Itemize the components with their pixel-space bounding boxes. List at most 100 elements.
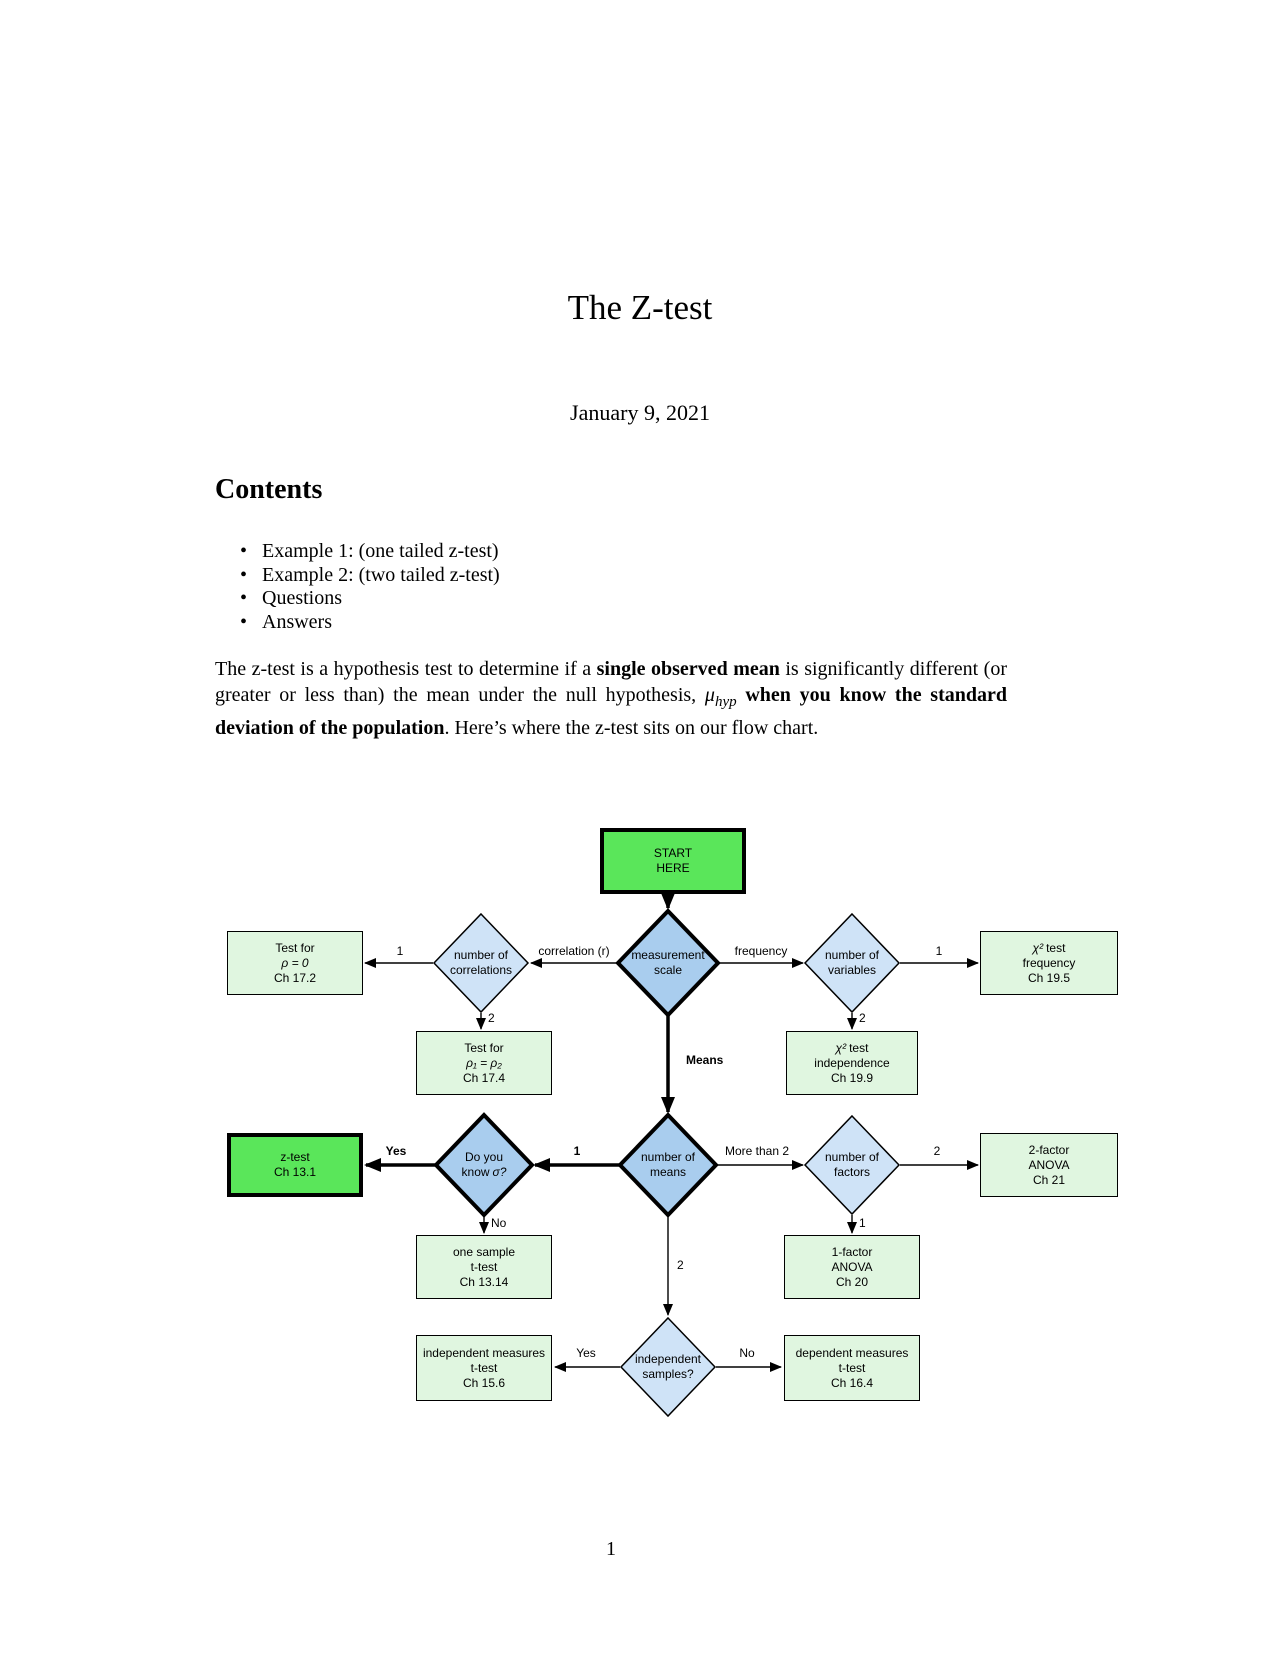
node-text: test — [1046, 940, 1066, 955]
chi-symbol: χ² — [835, 1040, 847, 1055]
toc-item-text: Questions — [262, 587, 342, 609]
node-text: Ch 17.2 — [273, 970, 317, 985]
node-text: Ch 17.4 — [462, 1070, 506, 1085]
node-text: scale — [653, 963, 682, 977]
node-text: Ch 13.1 — [273, 1165, 317, 1179]
two-factor-anova-box: 2-factor ANOVA Ch 21 — [980, 1133, 1118, 1197]
toc-item-text: Example 2: (two tailed z-test) — [262, 563, 500, 586]
independent-measures-ttest-box: independent measures t-test Ch 15.6 — [416, 1335, 552, 1401]
sigma-symbol: σ? — [492, 1165, 507, 1179]
edge-label-2: 2 — [488, 1011, 495, 1025]
node-text: number of — [453, 948, 509, 962]
edge-label-2: 2 — [677, 1258, 684, 1272]
num-correlations-label: number of correlations — [426, 942, 536, 984]
node-text: ANOVA — [1028, 1157, 1070, 1172]
one-factor-anova-box: 1-factor ANOVA Ch 20 — [784, 1235, 920, 1299]
node-text: 2-factor — [1028, 1142, 1070, 1157]
node-text: Ch 13.14 — [459, 1274, 509, 1289]
page-number: 1 — [606, 1538, 616, 1560]
bullet-icon: • — [240, 610, 248, 633]
node-text: independent — [634, 1352, 702, 1366]
node-text: frequency — [1022, 955, 1076, 970]
test-rho1-rho2-box: Test for ρ₁ = ρ₂ Ch 17.4 — [416, 1031, 552, 1095]
node-text: number of — [824, 1150, 880, 1164]
num-factors-label: number of factors — [797, 1144, 907, 1186]
edge-label-frequency: frequency — [734, 944, 788, 958]
node-text: Ch 16.4 — [830, 1375, 874, 1390]
z-test-box: z-test Ch 13.1 — [227, 1133, 363, 1197]
node-text: t-test — [470, 1360, 498, 1375]
node-text: HERE — [656, 861, 690, 875]
indep-samples-label: independent samples? — [613, 1346, 723, 1388]
start-here-box: START HERE — [600, 828, 746, 894]
bullet-icon: • — [240, 587, 248, 609]
chi-symbol: χ² — [1032, 940, 1044, 955]
edge-label-more-than-2: More than 2 — [724, 1144, 790, 1158]
edge-label-2: 2 — [859, 1011, 866, 1025]
measurement-scale-label: measurement scale — [613, 942, 723, 984]
node-text: 1-factor — [831, 1244, 873, 1259]
edge-label-1: 1 — [396, 944, 404, 958]
toc-item-text: Answers — [262, 610, 332, 633]
doc-date: January 9, 2021 — [570, 400, 710, 425]
node-text: number of — [640, 1150, 696, 1164]
node-text: Test for — [464, 1040, 504, 1055]
node-text: Ch 15.6 — [462, 1375, 506, 1390]
node-text: variables — [827, 963, 877, 977]
list-item: • Answers — [240, 611, 500, 635]
num-means-label: number of means — [613, 1144, 723, 1186]
node-text: means — [649, 1165, 687, 1179]
one-sample-ttest-box: one sample t-test Ch 13.14 — [416, 1235, 552, 1299]
edge-label-means: Means — [686, 1053, 724, 1067]
paragraph-text: . Here’s where the z-test sits on our fl… — [444, 717, 819, 739]
node-text: START — [653, 846, 693, 860]
node-text: ρ = 0 — [281, 955, 309, 970]
test-rho0-box: Test for ρ = 0 Ch 17.2 — [227, 931, 363, 995]
mu-subscript: hyp — [714, 694, 737, 710]
node-text: Ch 19.9 — [830, 1070, 874, 1085]
edge-label-1: 1 — [859, 1216, 866, 1230]
page-title: The Z-test — [567, 288, 713, 327]
list-item: • Example 2: (two tailed z-test) — [240, 564, 500, 588]
edge-label-yes: Yes — [576, 1346, 596, 1360]
node-text: correlations — [449, 963, 513, 977]
node-text: Ch 19.5 — [1027, 970, 1071, 985]
node-text: number of — [824, 948, 880, 962]
node-text: Do you — [464, 1150, 504, 1164]
edge-label-yes: Yes — [385, 1144, 407, 1158]
edge-label-1: 1 — [935, 944, 943, 958]
node-text: t-test — [470, 1259, 498, 1274]
node-text: independence — [814, 1055, 890, 1070]
bullet-icon: • — [240, 563, 248, 586]
bullet-icon: • — [240, 540, 248, 562]
node-text: Test for — [275, 940, 315, 955]
node-text: measurement — [631, 948, 705, 962]
num-variables-label: number of variables — [797, 942, 907, 984]
edge-label-no: No — [739, 1346, 755, 1360]
node-text: ρ₁ = ρ₂ — [466, 1055, 502, 1070]
paragraph-text: is significantly different (or greater o… — [215, 658, 1008, 706]
intro-paragraph: The z-test is a hypothesis test to deter… — [215, 656, 1007, 741]
dependent-measures-ttest-box: dependent measures t-test Ch 16.4 — [784, 1335, 920, 1401]
node-text: know — [461, 1165, 490, 1179]
list-item: • Questions — [240, 587, 500, 611]
node-text: factors — [833, 1165, 870, 1179]
contents-heading: Contents — [215, 474, 323, 505]
bold-text: when you know the standard deviation of … — [215, 684, 1007, 739]
node-text: Ch 20 — [835, 1274, 869, 1289]
node-text: one sample — [452, 1244, 516, 1259]
mu-symbol: μ — [704, 684, 715, 706]
node-text: test — [849, 1040, 869, 1055]
node-text: ANOVA — [831, 1259, 873, 1274]
node-text: dependent measures — [795, 1345, 909, 1360]
node-text: independent measures — [422, 1345, 546, 1360]
edge-label-no: No — [491, 1216, 507, 1230]
edge-label-2: 2 — [933, 1144, 941, 1158]
node-text: t-test — [838, 1360, 866, 1375]
contents-list: •Example 1: (one tailed z-test) • Example… — [240, 540, 500, 634]
list-item: •Example 1: (one tailed z-test) — [240, 540, 500, 564]
